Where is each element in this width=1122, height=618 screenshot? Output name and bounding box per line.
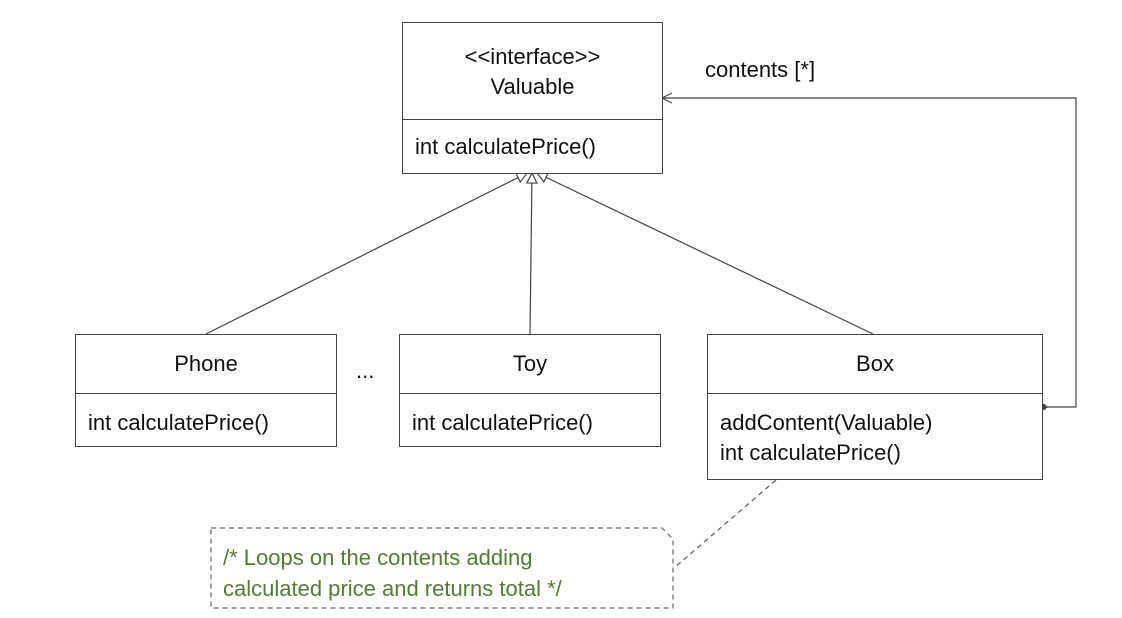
contents-association-line (662, 98, 1077, 408)
box-realization-line (537, 173, 874, 335)
note-comment: /* Loops on the contents adding calculat… (211, 528, 673, 608)
valuable-header: <<interface>> Valuable (403, 23, 662, 120)
note-line-1: /* Loops on the contents adding (223, 545, 533, 570)
more-classes-ellipsis: ... (356, 358, 375, 383)
note-line-2: calculated price and returns total */ (223, 576, 562, 601)
box-class-box: Box addContent(Valuable) int calculatePr… (707, 334, 1043, 480)
phone-header: Phone (76, 335, 336, 394)
toy-class-box: Toy int calculatePrice() (399, 334, 661, 447)
interface-stereotype: <<interface>> (464, 44, 601, 69)
box-methods: addContent(Valuable) int calculatePrice(… (708, 394, 1042, 468)
box-header: Box (708, 335, 1042, 394)
toy-method: int calculatePrice() (412, 410, 593, 435)
phone-methods: int calculatePrice() (76, 394, 336, 438)
toy-header: Toy (400, 335, 660, 394)
note-box (210, 527, 674, 609)
phone-class-name: Phone (174, 351, 238, 376)
valuable-methods: int calculatePrice() (403, 120, 662, 162)
box-class-name: Box (856, 351, 894, 376)
box-method-add-content: addContent(Valuable) (720, 410, 933, 435)
phone-realization-line (205, 173, 527, 335)
phone-class-box: Phone int calculatePrice() (75, 334, 337, 447)
toy-realization-line (530, 173, 532, 335)
valuable-class-name: Valuable (490, 74, 575, 99)
phone-method: int calculatePrice() (88, 410, 269, 435)
box-method-calculate-price: int calculatePrice() (720, 440, 901, 465)
valuable-method: int calculatePrice() (415, 134, 596, 159)
toy-class-name: Toy (512, 351, 548, 376)
note-connector-line (673, 479, 777, 569)
valuable-interface-box: <<interface>> Valuable int calculatePric… (402, 22, 663, 174)
toy-methods: int calculatePrice() (400, 394, 660, 438)
contents-association-label: contents [*] (705, 57, 816, 82)
